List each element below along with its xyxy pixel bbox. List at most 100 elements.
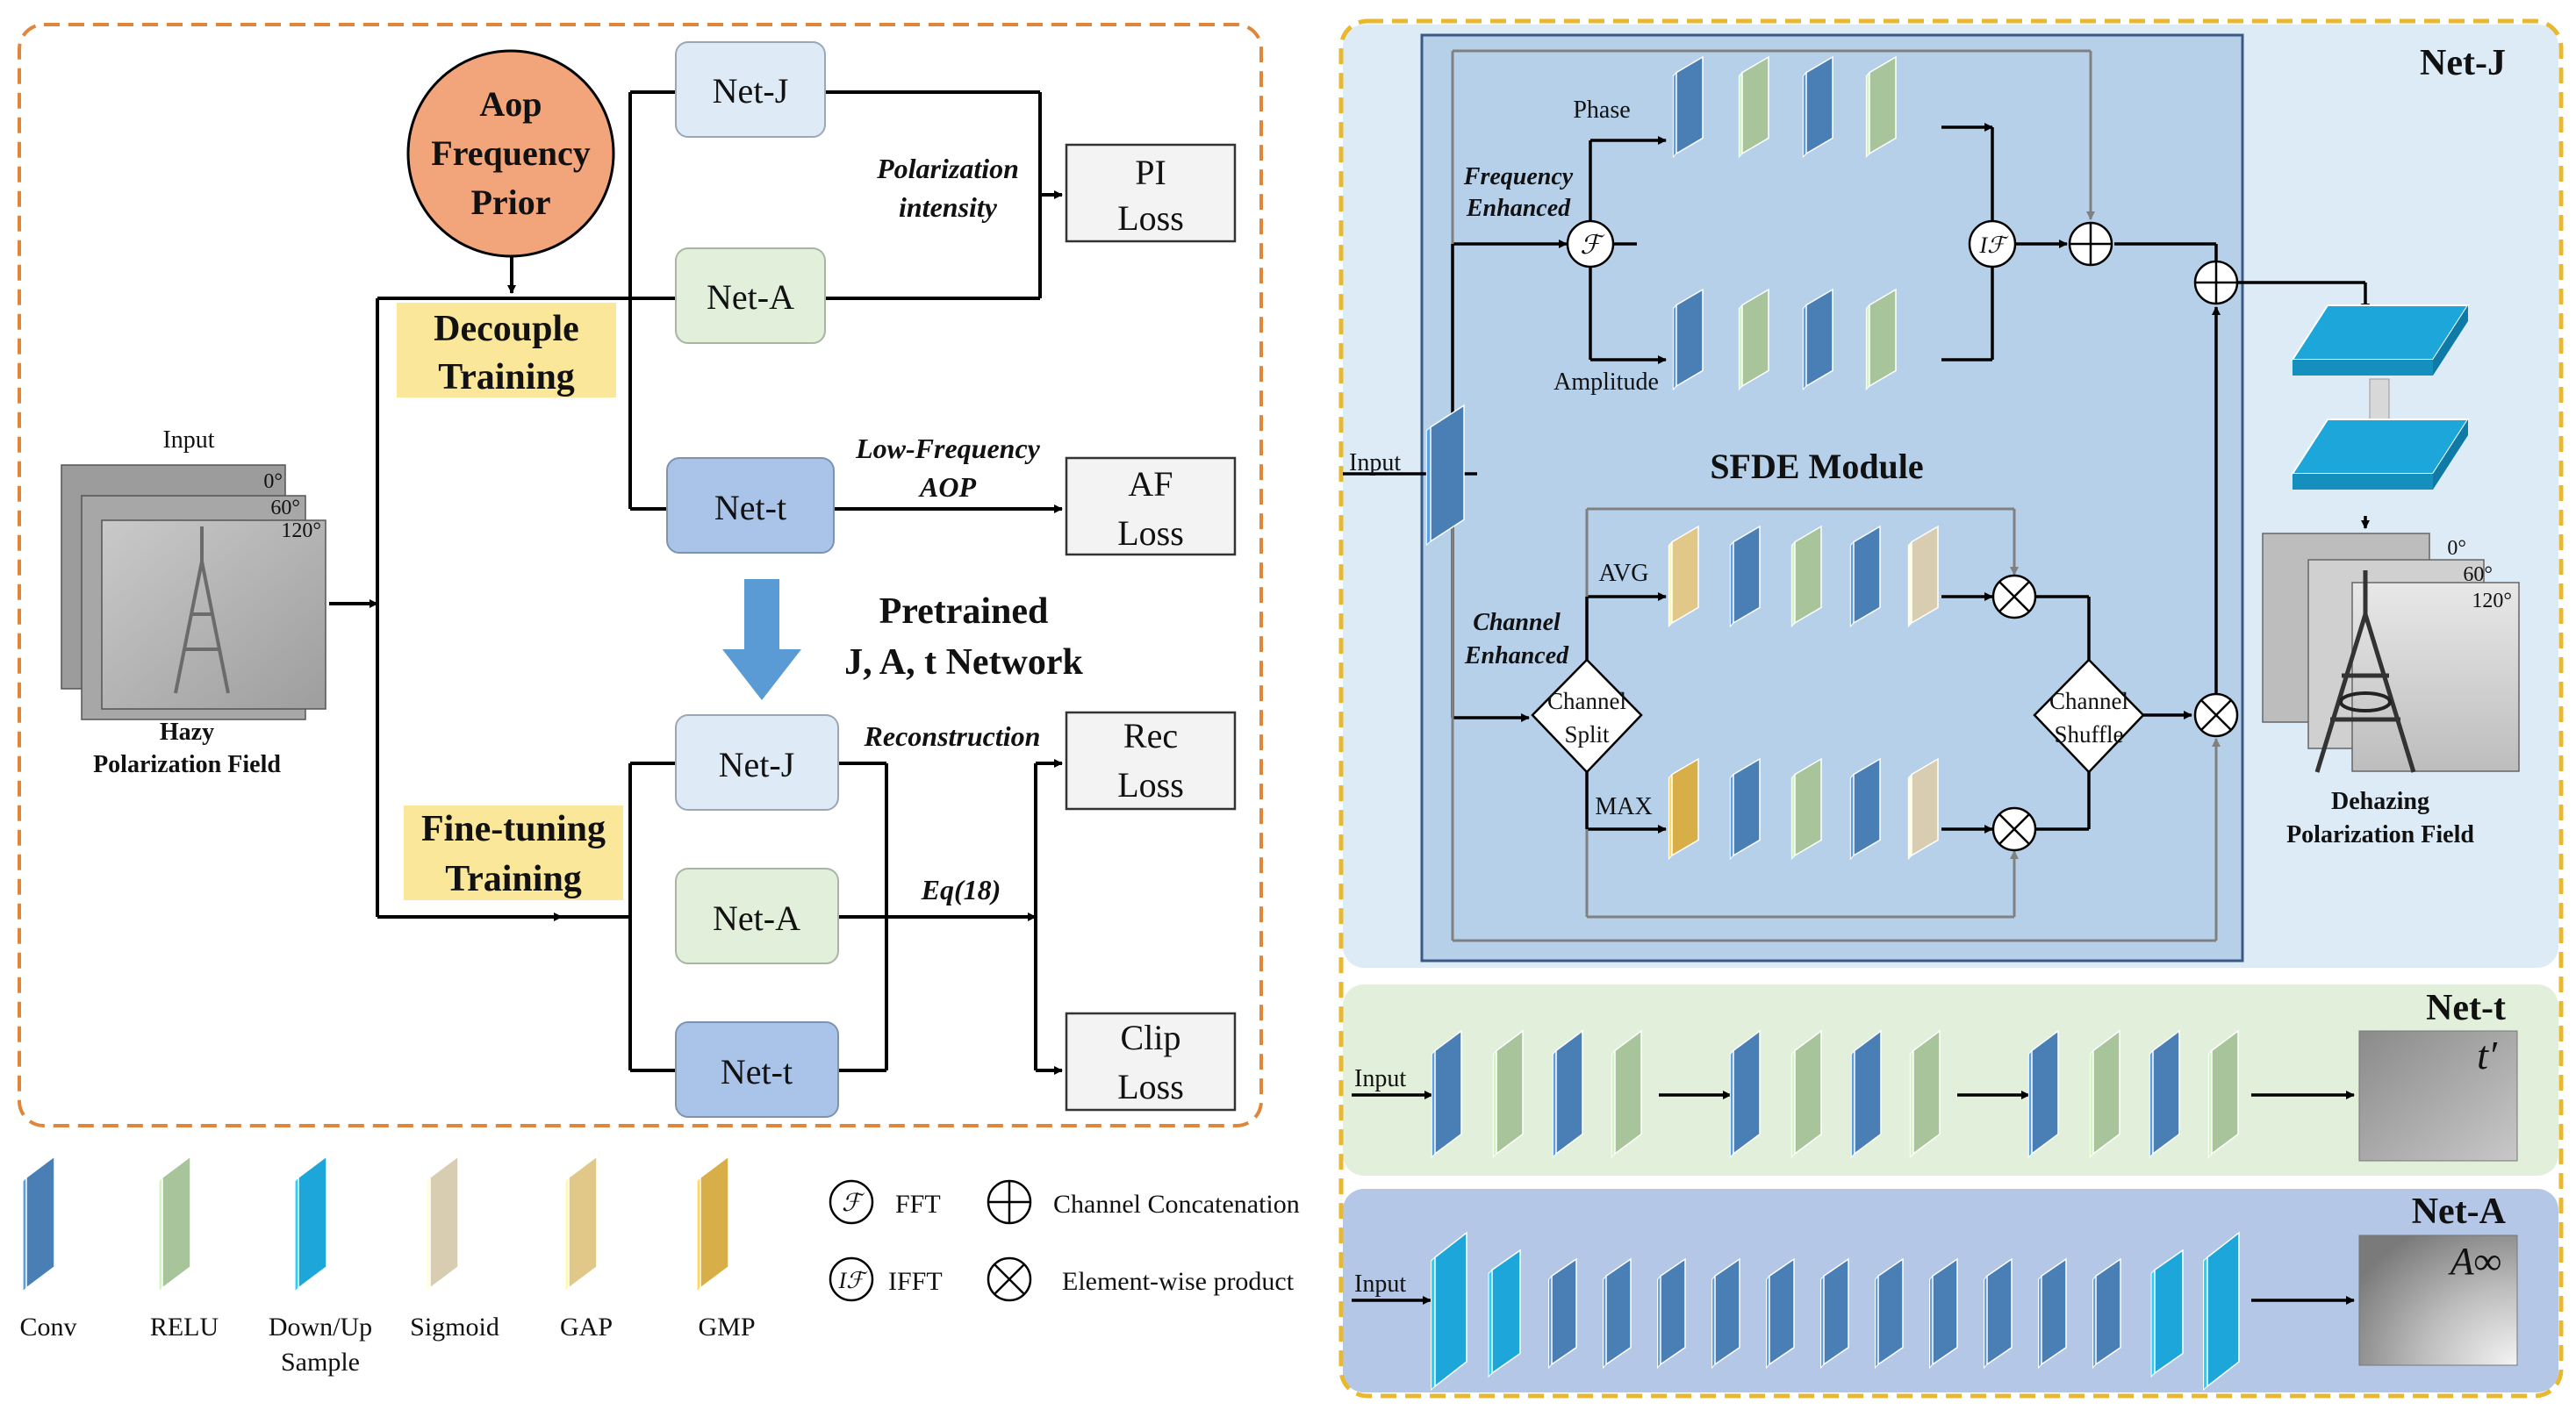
neta-conv-11: [2092, 1257, 2121, 1370]
nett-relu-5: [2089, 1029, 2120, 1159]
angle-0-label: 0°: [263, 470, 283, 493]
channel-shuffle-line1: Channel: [2049, 688, 2128, 714]
input-caption-line1: Hazy: [160, 719, 214, 746]
max-gmp: [1668, 757, 1699, 861]
pi-loss-line1: PI: [1135, 153, 1166, 192]
phase-conv-1: [1672, 55, 1704, 159]
finetune-net-j-label: Net-J: [719, 745, 795, 784]
finetune-net-t-label: Net-t: [721, 1052, 793, 1091]
out-angle-0: 0°: [2447, 537, 2466, 560]
aop-frequency-prior-circle: [406, 49, 615, 258]
channel-split-line1: Channel: [1547, 688, 1626, 714]
legend-sigmoid-label: Sigmoid: [410, 1313, 499, 1342]
max-sigmoid: [1907, 757, 1939, 861]
nett-relu-1: [1492, 1029, 1524, 1159]
avg-conv-2: [1849, 525, 1881, 628]
neta-conv-2: [1603, 1257, 1632, 1370]
legend-gmp-block: [696, 1155, 729, 1293]
legend-conv-block: [22, 1155, 55, 1293]
channel-shuffle-diamond: [2033, 658, 2145, 774]
legend-downup-line1: Down/Up: [269, 1313, 372, 1342]
nett-title: Net-t: [2426, 988, 2506, 1028]
neta-conv-9: [1984, 1257, 2013, 1370]
neta-down-2: [1488, 1249, 1521, 1378]
left-panel-border: [18, 23, 1263, 1127]
netj-title: Net-J: [2420, 43, 2506, 83]
netj-input-label: Input: [1349, 449, 1401, 476]
reconstruction-label: Reconstruction: [864, 720, 1041, 752]
finetune-label-line2: Training: [445, 859, 582, 899]
nett-input-label: Input: [1354, 1065, 1406, 1092]
legend-gmp-label: GMP: [698, 1313, 755, 1342]
fft-operator-icon: [1566, 219, 1615, 268]
legend-fft-icon: [829, 1179, 874, 1225]
nett-relu-4: [1909, 1029, 1941, 1159]
nett-conv-4: [1850, 1029, 1882, 1159]
channel-shuffle-line2: Shuffle: [2055, 721, 2124, 748]
sfde-module-title: SFDE Module: [1710, 447, 1923, 486]
legend-conv-label: Conv: [19, 1313, 76, 1342]
decouple-label-line1: Decouple: [434, 309, 579, 349]
channel-enhanced-line2: Enhanced: [1464, 642, 1569, 669]
amp-relu-2: [1865, 288, 1897, 391]
avg-gap: [1668, 525, 1699, 628]
eq18-label: Eq(18): [921, 874, 1001, 905]
nett-relu-6: [2207, 1029, 2239, 1159]
finetune-net-j: [675, 714, 839, 811]
legend-downup-block: [294, 1155, 327, 1293]
hazy-input-stack: [61, 464, 326, 720]
transmission-map-image: [2358, 1030, 2518, 1162]
legend-concat-label: Channel Concatenation: [1053, 1190, 1300, 1219]
product-operator-avg-icon: [1991, 574, 2037, 619]
neta-conv-7: [1875, 1257, 1904, 1370]
max-relu: [1790, 757, 1822, 861]
prior-label-line1: Aop: [479, 84, 542, 124]
legend-fft-label: FFT: [895, 1190, 941, 1219]
legend-gap-label: GAP: [560, 1313, 613, 1342]
decouple-net-j-label: Net-J: [713, 71, 789, 111]
finetune-net-a: [675, 868, 839, 964]
phase-relu-2: [1865, 55, 1897, 159]
rec-loss-line2: Loss: [1117, 765, 1184, 805]
ifft-operator-symbol: Iℱ: [1978, 233, 2009, 258]
pretrained-label-line2: J, A, t Network: [844, 642, 1083, 683]
netj-input-conv: [1425, 404, 1465, 547]
amp-conv-1: [1672, 288, 1704, 391]
af-loss-line2: Loss: [1117, 513, 1184, 553]
nett-conv-3: [1729, 1029, 1761, 1159]
dehaze-caption-line1: Dehazing: [2331, 788, 2429, 815]
neta-title: Net-A: [2412, 1192, 2507, 1232]
legend-product-icon: [987, 1256, 1032, 1302]
netj-skip-wiring: [1451, 49, 2221, 942]
neta-conv-4: [1711, 1257, 1740, 1370]
neta-up-2: [2203, 1231, 2240, 1392]
pretrained-label-line1: Pretrained: [879, 591, 1049, 632]
nett-conv-2: [1552, 1029, 1583, 1159]
product-operator-max-icon: [1991, 806, 2037, 852]
sfde-outer-box: [1420, 33, 2244, 963]
pi-loss-box: [1065, 143, 1237, 243]
legend-downup-line2: Sample: [281, 1348, 360, 1377]
max-conv-1: [1729, 757, 1761, 861]
decouple-net-j: [675, 41, 826, 138]
concat-operator-1-icon: [2068, 221, 2113, 267]
avg-sigmoid: [1907, 525, 1939, 628]
prior-label-line2: Frequency: [431, 133, 590, 173]
phase-label: Phase: [1573, 97, 1630, 124]
legend-product-label: Element-wise product: [1062, 1267, 1295, 1296]
af-loss-line1: AF: [1128, 464, 1173, 504]
dehazed-output-stack: [2262, 533, 2520, 773]
prior-label-line3: Prior: [470, 182, 550, 222]
out-angle-60: 60°: [2463, 563, 2493, 586]
max-conv-2: [1849, 757, 1881, 861]
atmospheric-light-image: [2358, 1235, 2518, 1366]
legend: Conv RELU Down/Up Sample Sigmoid GAP GMP…: [19, 1155, 1300, 1377]
polarization-intensity-line2: intensity: [899, 191, 998, 223]
legend-sigmoid-block: [426, 1155, 459, 1293]
clip-loss-line2: Loss: [1117, 1067, 1184, 1106]
legend-relu-label: RELU: [150, 1313, 219, 1342]
angle-120-label: 120°: [281, 519, 321, 542]
neta-input-label: Input: [1354, 1270, 1406, 1298]
decouple-net-a-label: Net-A: [707, 277, 794, 317]
